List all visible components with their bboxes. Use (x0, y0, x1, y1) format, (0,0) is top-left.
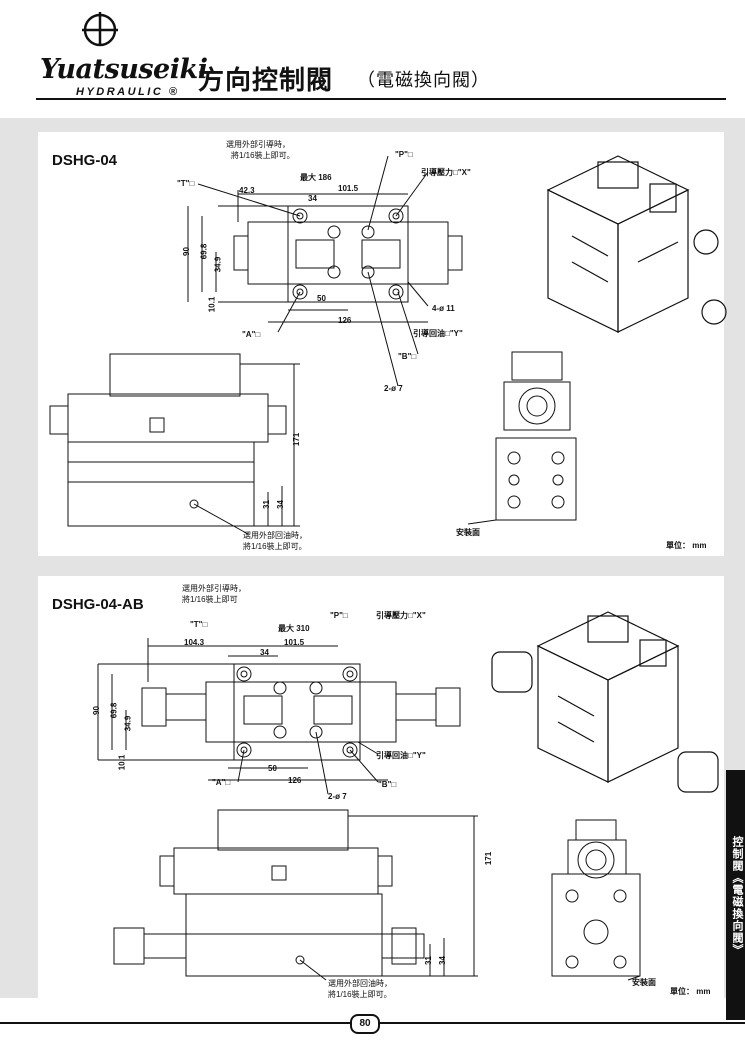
label-pilot-x: 引導壓力□"X" (376, 611, 426, 620)
label-t-port: "T"□ (190, 620, 208, 629)
dim-101-5: 101.5 (284, 638, 305, 647)
end-view-drawing (467, 351, 577, 525)
panel-dshg-04-ab: DSHG-04-AB 選用外部引導時， 將1/16裝上即可 "T"□ 最大 31… (38, 576, 724, 1000)
model-title: DSHG-04-AB (52, 596, 144, 613)
dim-50: 50 (317, 294, 326, 303)
side-view-drawing-ab (113, 809, 478, 981)
note-external-drain-2: 將1/16裝上即可。 (328, 990, 392, 999)
label-drain-y: 引導回油□"Y" (376, 751, 426, 760)
label-a-port: "A"□ (242, 330, 261, 339)
unit-label: 單位： mm (670, 987, 711, 996)
note-external-drain: 選用外部回油時， (243, 531, 307, 540)
label-max-length: 最大 310 (278, 624, 310, 633)
page-title: 方向控制閥 (198, 65, 334, 95)
dim-126: 126 (338, 316, 352, 325)
label-drain-y: 引導回油□"Y" (413, 329, 463, 338)
label-mounting-face: 安裝面 (456, 528, 480, 537)
dim-104-3: 104.3 (184, 638, 205, 647)
page-number: 80 (350, 1014, 380, 1034)
note-external-pilot-2: 將1/16裝上即可 (182, 595, 238, 604)
label-a-port: "A"□ (212, 778, 231, 787)
page-header: Yuatsuseiki HYDRAULIC ® 方向控制閥 （電磁換向閥） (0, 0, 745, 118)
label-p-port: "P"□ (395, 150, 413, 159)
label-holes-2: 2-ø 7 (384, 384, 403, 393)
note-external-pilot: 選用外部引導時， (226, 140, 290, 149)
dim-34: 34 (308, 194, 317, 203)
label-b-port: "B"□ (378, 780, 397, 789)
isometric-drawing (546, 155, 727, 333)
note-external-pilot-2: 將1/16裝上即可。 (231, 151, 295, 160)
label-t-port: "T"□ (177, 179, 195, 188)
top-view-drawing-ab (97, 638, 461, 795)
isometric-drawing-ab (491, 611, 719, 793)
note-external-drain: 選用外部回油時， (328, 979, 392, 988)
panel-dshg-04: DSHG-04 選用外部引導時， 將1/16裝上即可。 "P"□ "T"□ 最大… (38, 132, 727, 556)
unit-label: 單位： mm (666, 541, 707, 550)
end-view-drawing-ab (551, 819, 641, 981)
top-view-drawing (187, 155, 463, 387)
note-external-pilot: 選用外部引導時， (182, 584, 246, 593)
model-title: DSHG-04 (52, 152, 118, 169)
label-pilot-x: 引導壓力□"X" (421, 168, 471, 177)
side-view-drawing (49, 353, 300, 535)
brand-subtitle: HYDRAULIC ® (76, 86, 180, 98)
page-subtitle: （電磁換向閥） (357, 70, 490, 90)
chapter-side-tab: 控制閥《電磁換向閥》 (726, 770, 745, 1020)
header-divider (36, 98, 726, 100)
brand-name: Yuatsuseiki (40, 54, 208, 85)
note-external-drain-2: 將1/16裝上即可。 (243, 542, 307, 551)
label-p-port: "P"□ (330, 611, 348, 620)
dim-34: 34 (260, 648, 269, 657)
brand-logo-icon (82, 12, 118, 47)
dim-101-5: 101.5 (338, 184, 359, 193)
label-holes-4: 4-ø 11 (432, 304, 455, 313)
label-b-port: "B"□ (398, 352, 417, 361)
label-holes-2: 2-ø 7 (328, 792, 347, 801)
label-mounting-face: 安裝面 (632, 978, 656, 987)
label-max-length: 最大 186 (300, 173, 332, 182)
dim-42-3: 42.3 (239, 186, 255, 195)
